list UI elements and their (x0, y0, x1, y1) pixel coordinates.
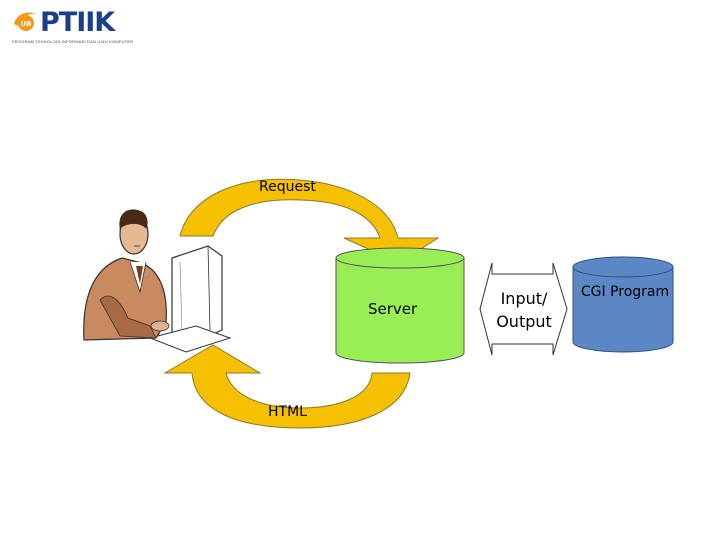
io-label: Input/ Output (488, 287, 560, 333)
io-double-arrow (479, 262, 568, 356)
html-arrow (163, 344, 411, 429)
server-label: Server (368, 300, 418, 318)
io-label-line1: Input/ (500, 289, 548, 308)
person-at-computer-icon (83, 209, 232, 353)
request-label: Request (259, 179, 316, 195)
logo-text: PTIIK (40, 7, 115, 38)
ptiik-logo: UB PTIIK PROGRAM TEKNOLOGI INFORMASI DAN… (10, 6, 150, 46)
logo-badge: UB (20, 20, 31, 28)
html-label: HTML (268, 404, 307, 420)
cgi-program-database (572, 256, 674, 353)
cgi-program-label: CGI Program (580, 284, 670, 300)
request-arrow (179, 178, 440, 264)
logo-swoosh-icon: UB (14, 12, 36, 31)
io-label-line2: Output (496, 312, 552, 331)
logo-subtitle: PROGRAM TEKNOLOGI INFORMASI DAN ILMU KOM… (12, 39, 134, 44)
server-database (335, 247, 465, 364)
